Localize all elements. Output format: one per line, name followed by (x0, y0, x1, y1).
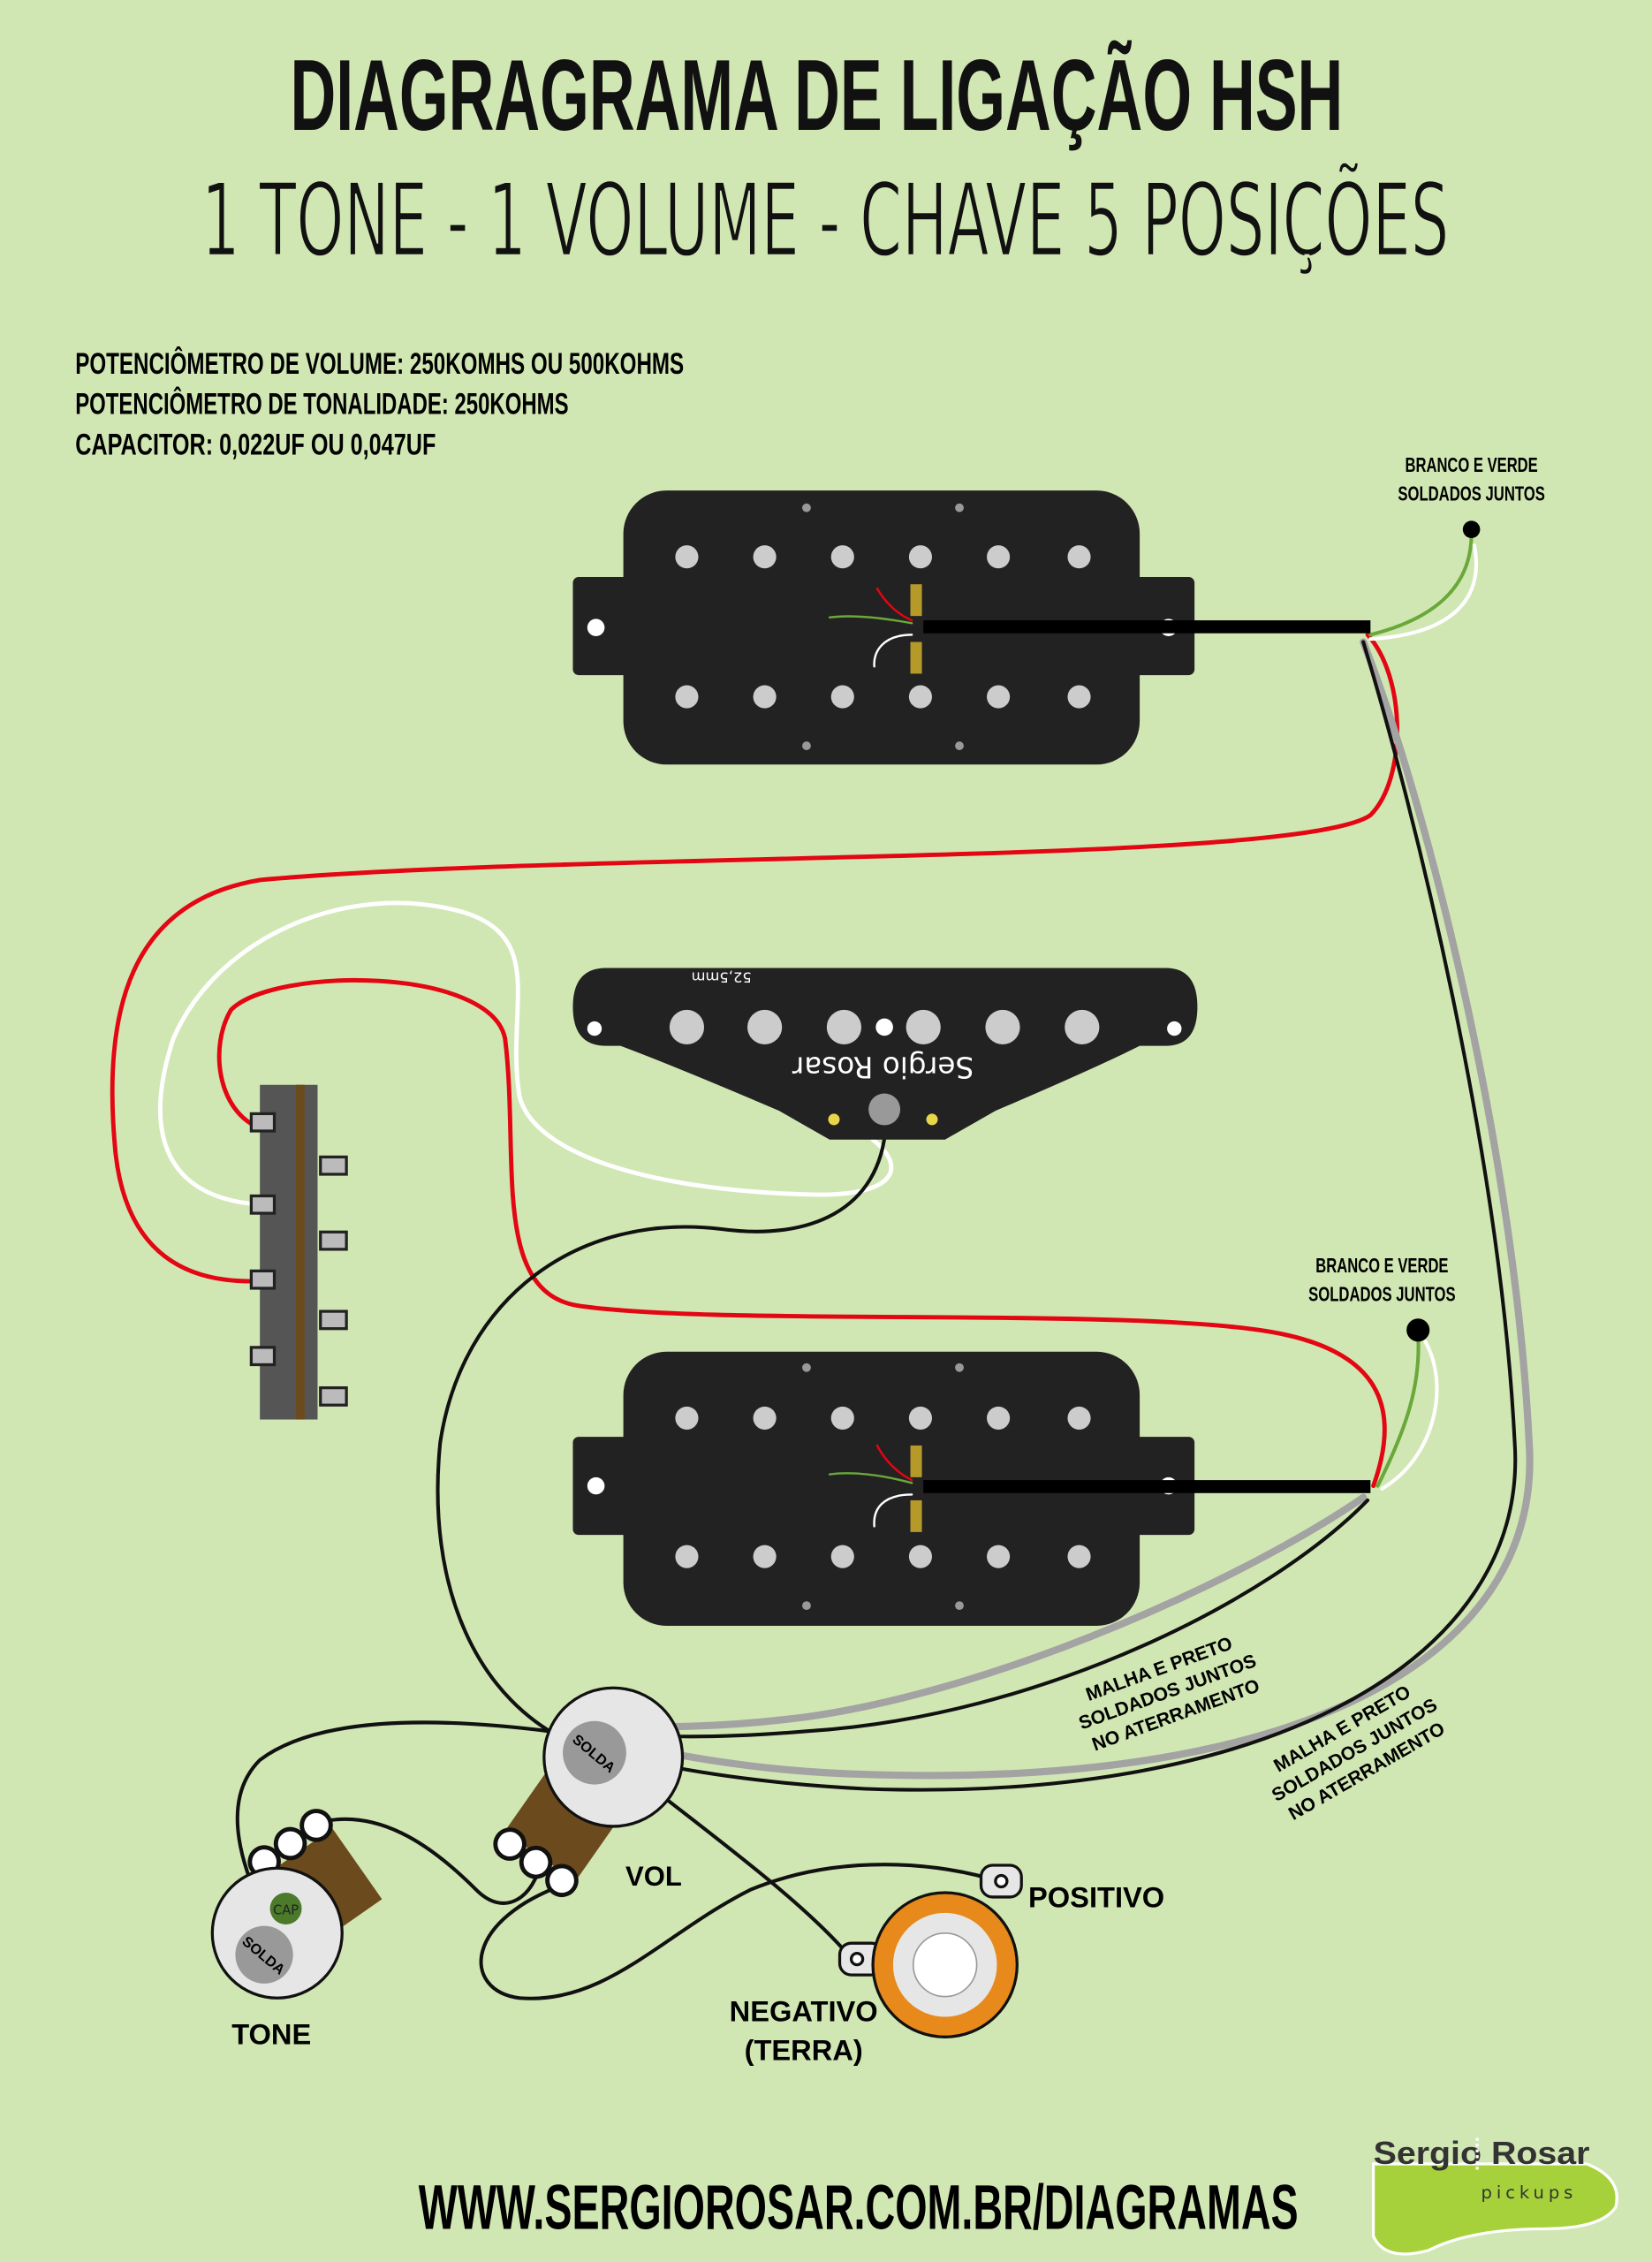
single-coil-pickup: Sergio Rosar 52,5mm (572, 968, 1198, 1140)
page-title: DIAGRAGRAMA DE LIGAÇÃO HSH (290, 39, 1343, 152)
volume-pot[interactable]: SOLDA (489, 1686, 685, 1901)
solder-spot (235, 1925, 293, 1984)
output-jack[interactable] (837, 1863, 1023, 2038)
wire-single-black (436, 1123, 888, 1748)
mount-hole (587, 619, 605, 636)
wire-bridge-white (1380, 1340, 1439, 1491)
neck-note-line1: BRANCO E VERDE (1406, 453, 1538, 476)
wire-neck-white (1368, 543, 1478, 641)
pot-lug (519, 1845, 553, 1879)
logo-sub: pickups (1481, 2182, 1578, 2203)
jack-negative-label: NEGATIVO (730, 1994, 878, 2027)
tone-label: TONE (231, 2017, 311, 2050)
spec-volume-pot: POTENCIÔMETRO DE VOLUME: 250KOMHS OU 500… (75, 345, 684, 381)
neck-humbucker-cable (923, 620, 1371, 634)
pot-lug (493, 1827, 527, 1861)
pole-pieces (675, 545, 1091, 709)
wire-bridge-green (1375, 1332, 1421, 1488)
bridge-humbucker-cable (923, 1480, 1371, 1493)
spec-capacitor: CAPACITOR: 0,022UF OU 0,047UF (75, 428, 436, 461)
spec-tone-pot: POTENCIÔMETRO DE TONALIDADE: 250KOHMS (75, 386, 568, 421)
neck-solder-point (1462, 520, 1481, 538)
switch-lugs (249, 1112, 348, 1407)
jack-ground-label: (TERRA) (745, 2033, 863, 2066)
wire-neck-green (1368, 532, 1474, 637)
pot-lug (545, 1863, 579, 1898)
wire-tone-to-vol (235, 1720, 550, 1921)
wire-neck-shield (595, 638, 1534, 1780)
mount-hole (587, 1476, 605, 1495)
wire-neck-red (110, 632, 1399, 1284)
neck-humbucker (572, 490, 1371, 765)
bridge-humbucker (572, 1351, 1371, 1626)
wire-tone-lug (308, 1817, 543, 1905)
single-coil-size: 52,5mm (692, 968, 752, 985)
mount-hole (1167, 1021, 1182, 1036)
footer-url[interactable]: WWW.SERGIOROSAR.COM.BR/DIAGRAMAS (419, 2172, 1299, 2243)
capacitor-label: CAP (273, 1903, 299, 1918)
capacitor (269, 1893, 302, 1924)
mount-hole (587, 1021, 602, 1036)
tone-pot[interactable]: CAP SOLDA (210, 1805, 384, 2000)
pot-lug (299, 1809, 333, 1842)
page-subtitle: 1 TONE - 1 VOLUME - CHAVE 5 POSIÇÕES (201, 162, 1449, 279)
pole-pieces (669, 1009, 1100, 1045)
wire-single-white (157, 900, 894, 1207)
solder-spot (563, 1720, 626, 1785)
wire-bridge-red (216, 978, 1387, 1489)
pole-pieces (675, 1406, 1091, 1568)
five-way-switch[interactable] (249, 1084, 348, 1420)
single-coil-brand: Sergio Rosar (792, 1051, 974, 1084)
sergio-rosar-logo: Sergio Rosar pickups (1371, 2135, 1618, 2256)
bridge-solder-point (1406, 1318, 1430, 1342)
jack-positive-label: POSITIVO (1028, 1880, 1164, 1913)
wire-neck-black (603, 640, 1518, 1792)
logo-name: Sergio Rosar (1374, 2135, 1590, 2171)
volume-label: VOL (625, 1861, 682, 1892)
wire-vol-to-jack-pos (479, 1863, 1005, 2000)
bridge-note-line1: BRANCO E VERDE (1315, 1254, 1448, 1277)
bridge-note-line2: SOLDADOS JUNTOS (1308, 1283, 1456, 1306)
neck-note-line2: SOLDADOS JUNTOS (1398, 482, 1545, 505)
pot-lug (273, 1826, 307, 1861)
